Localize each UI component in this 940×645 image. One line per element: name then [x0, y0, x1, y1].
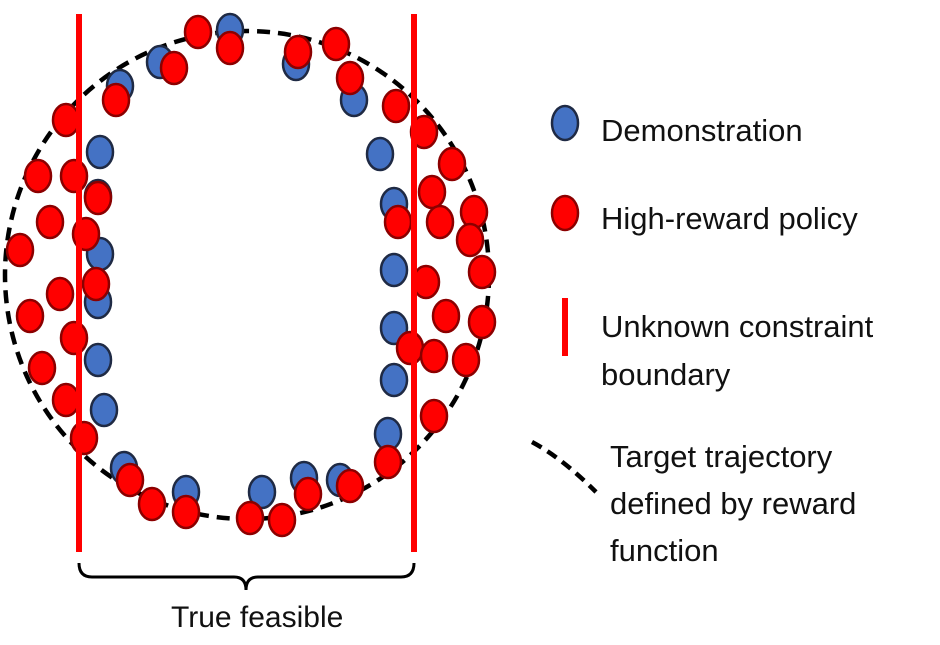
policy-dot	[27, 350, 57, 386]
policy-dot	[321, 26, 351, 62]
demonstration-dot	[83, 342, 113, 378]
demonstration-dot	[365, 136, 395, 172]
policy-dot	[171, 494, 201, 530]
policy-dot	[425, 204, 455, 240]
policy-dot	[373, 444, 403, 480]
demonstration-legend-label: Demonstration	[601, 113, 803, 148]
policy-dot	[283, 34, 313, 70]
trajectory-legend-label-line1: Target trajectory	[610, 439, 833, 474]
policy-legend-icon	[550, 194, 580, 232]
trajectory-legend-label-line3: function	[610, 533, 719, 568]
policy-dot	[137, 486, 167, 522]
policy-dot	[431, 298, 461, 334]
policy-dot	[51, 382, 81, 418]
demonstration-dot	[85, 134, 115, 170]
policy-dot	[101, 82, 131, 118]
demonstration-dot	[247, 474, 277, 510]
policy-dot	[451, 342, 481, 378]
policy-dot	[455, 222, 485, 258]
policy-dot	[467, 254, 497, 290]
policy-dot	[235, 500, 265, 536]
trajectory-legend-label-line2: defined by reward	[610, 486, 857, 521]
policy-dot	[419, 398, 449, 434]
policy-dot	[437, 146, 467, 182]
policy-dot	[159, 50, 189, 86]
policy-dot	[417, 174, 447, 210]
policy-dot	[51, 102, 81, 138]
policy-dot	[293, 476, 323, 512]
policy-dot	[459, 194, 489, 230]
policy-dot	[45, 276, 75, 312]
policy-dot	[69, 420, 99, 456]
demonstration-dot	[379, 362, 409, 398]
policy-dot	[335, 60, 365, 96]
policy-dot	[267, 502, 297, 538]
true-feasible-label: True feasible	[171, 601, 344, 634]
policy-dot	[335, 468, 365, 504]
policy-dot	[395, 330, 425, 366]
policy-dot	[215, 30, 245, 66]
constraint-legend-label-line1: Unknown constraint	[601, 309, 874, 344]
policy-dot	[183, 14, 213, 50]
policy-dot	[115, 462, 145, 498]
policy-legend-label: High-reward policy	[601, 201, 858, 236]
true-feasible-bracket	[77, 562, 416, 591]
policy-dot	[23, 158, 53, 194]
demonstration-dot	[89, 392, 119, 428]
policy-dot	[81, 266, 111, 302]
policy-dot	[5, 232, 35, 268]
policy-dot	[467, 304, 497, 340]
policy-dot	[59, 320, 89, 356]
demonstration-legend-icon	[550, 104, 580, 142]
policy-dot	[35, 204, 65, 240]
demonstration-dot	[379, 252, 409, 288]
policy-dot	[83, 180, 113, 216]
policy-dot	[419, 338, 449, 374]
policy-dot	[59, 158, 89, 194]
trajectory-dots	[5, 12, 497, 538]
trajectory-legend-icon	[530, 440, 598, 494]
policy-dot	[383, 204, 413, 240]
constraint-legend-label-line2: boundary	[601, 357, 731, 392]
policy-dot	[15, 298, 45, 334]
policy-dot	[381, 88, 411, 124]
